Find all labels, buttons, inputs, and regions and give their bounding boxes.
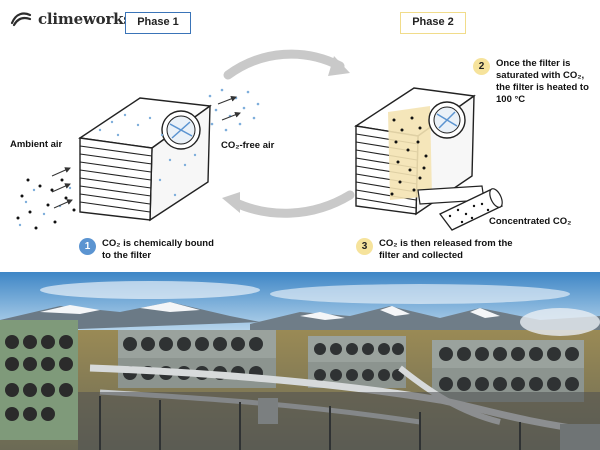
step-1-number: 1 <box>79 238 96 255</box>
co2-free-air-label: CO₂-free air <box>221 140 275 151</box>
concentrated-co2-pipe <box>439 188 503 231</box>
step-3: 3 CO₂ is then released from the filter a… <box>356 238 531 262</box>
phase-2-box: Phase 2 <box>400 12 466 34</box>
plant-photo-illustration <box>0 272 600 450</box>
phase2-collector <box>354 87 485 216</box>
process-diagram <box>16 49 503 231</box>
step-3-number: 3 <box>356 238 373 255</box>
cycle-arrow-bottom <box>229 190 355 218</box>
co2-free-air-particles <box>208 88 260 132</box>
step-1-text: CO₂ is chemically bound to the filter <box>102 238 214 261</box>
step-2-number: 2 <box>473 58 490 75</box>
concentrated-co2-label: Concentrated CO₂ <box>489 216 572 227</box>
brand-name: climeworks <box>38 10 132 28</box>
cycle-arrow-top <box>223 49 345 80</box>
plant-photo <box>0 272 600 450</box>
climeworks-logo: climeworks <box>8 10 132 28</box>
step-3-text: CO₂ is then released from the filter and… <box>379 238 513 261</box>
step-1: 1 CO₂ is chemically bound to the filter <box>79 238 229 262</box>
ambient-air-label: Ambient air <box>10 139 63 150</box>
ambient-air-particles <box>16 167 76 230</box>
phase-1-box: Phase 1 <box>125 12 191 34</box>
logo-mark-icon <box>10 12 32 27</box>
phase1-collector <box>78 97 212 222</box>
step-2: 2 Once the filter is saturated with CO₂,… <box>473 58 598 106</box>
step-2-text: Once the filter is saturated with CO₂, t… <box>496 58 589 105</box>
